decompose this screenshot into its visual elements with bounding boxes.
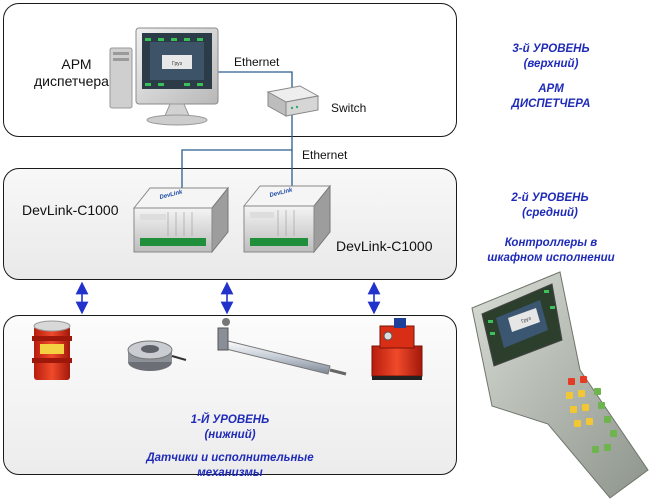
controller-1-brand: DevLink (159, 189, 184, 201)
level1-title: 1-Й УРОВЕНЬ (190, 414, 270, 426)
level3-description: АРМ ДИСПЕТЧЕРА (486, 82, 616, 112)
level3-desc-line2: ДИСПЕТЧЕРА (511, 98, 591, 110)
network-switch-icon (266, 85, 320, 117)
level3-desc-line1: АРМ (538, 83, 564, 95)
workstation-label-line1: АРМ (61, 56, 92, 72)
level2-title: 2-й УРОВЕНЬ (511, 192, 589, 204)
handheld-control-panel-icon (471, 271, 649, 499)
linear-actuator-icon (217, 318, 347, 376)
top-level-panel (3, 3, 457, 137)
switch-label: Switch (331, 101, 367, 115)
level2-desc-line2: шкафном исполнении (487, 252, 615, 264)
controller-1-label: DevLink-C1000 (22, 202, 119, 218)
control-panel-screen-title: Груз (521, 315, 533, 325)
workstation-screen-title: Груз (172, 61, 183, 67)
level1-desc-line2: механизмы (197, 467, 263, 479)
level2-heading: 2-й УРОВЕНЬ (средний) (480, 191, 620, 221)
level2-description: Контроллеры в шкафном исполнении (466, 236, 636, 266)
workstation-label: АРМ диспетчера (34, 56, 109, 90)
ethernet-label-mid: Ethernet (302, 148, 348, 162)
workstation-label-line2: диспетчера (34, 73, 109, 89)
level3-subtitle: (верхний) (523, 58, 579, 70)
level1-description: Датчики и исполнительные механизмы (120, 451, 340, 481)
bidirectional-arrows (75, 281, 381, 315)
level1-subtitle: (нижний) (204, 429, 256, 441)
controller-2-label: DevLink-C1000 (336, 238, 433, 254)
level2-subtitle: (средний) (522, 207, 578, 219)
hydraulic-pump-station-icon (371, 318, 423, 380)
level3-heading: 3-й УРОВЕНЬ (верхний) (486, 42, 616, 72)
level2-desc-line1: Контроллеры в (504, 237, 598, 249)
load-cell-sensor-icon (127, 340, 187, 371)
controller-2-brand: DevLink (269, 187, 294, 199)
ethernet-label-top: Ethernet (234, 55, 280, 69)
devlink-controller-1-icon (132, 186, 230, 254)
workstation-monitor-icon (109, 27, 219, 126)
middle-level-panel (3, 168, 457, 280)
devlink-controller-2-icon (242, 184, 332, 254)
level3-title: 3-й УРОВЕНЬ (512, 43, 590, 55)
hydraulic-jack-icon (32, 320, 72, 380)
level1-desc-line1: Датчики и исполнительные (146, 452, 314, 464)
level1-heading: 1-Й УРОВЕНЬ (нижний) (160, 413, 300, 443)
